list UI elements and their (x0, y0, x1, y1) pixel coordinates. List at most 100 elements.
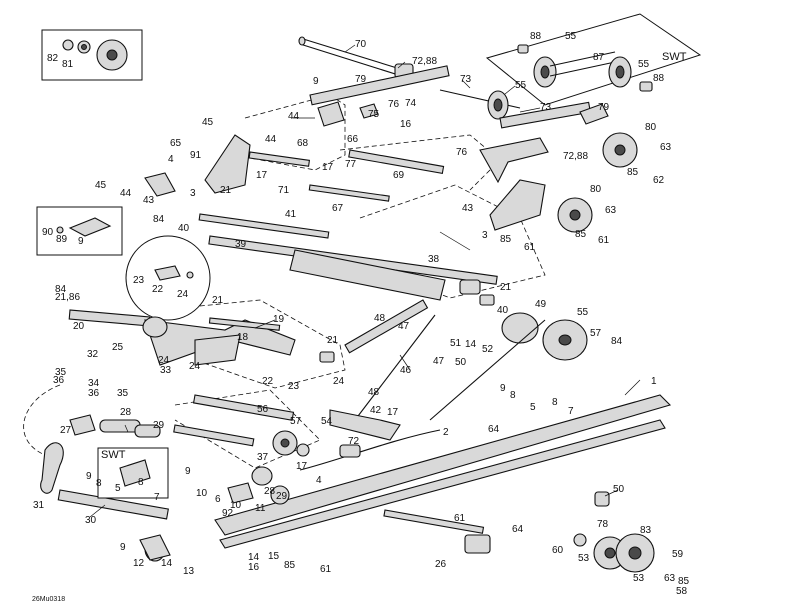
part-callout-63c: 63 (664, 573, 676, 584)
part-callout-53a: 53 (578, 553, 590, 564)
part-callout-92: 92 (222, 508, 234, 519)
part-callout-34: 34 (88, 378, 100, 389)
leader-lines (89, 44, 641, 518)
part-callout-20: 20 (73, 321, 85, 332)
part-callout-21c: 21 (327, 335, 339, 346)
part-callout-21d: 21 (500, 282, 512, 293)
rear-wheels (464, 491, 655, 573)
part-callout-16a: 16 (400, 119, 412, 130)
part-callout-79a: 79 (355, 74, 367, 85)
part-callout-58: 58 (676, 586, 688, 597)
part-callout-73b: 73 (540, 102, 552, 113)
part-callout-30: 30 (85, 515, 97, 526)
part-callout-87: 87 (593, 52, 605, 63)
part-callout-19: 19 (273, 314, 285, 325)
lower-left-parts (40, 414, 171, 562)
part-callout-55c: 55 (638, 59, 650, 70)
part-callout-85e: 85 (678, 576, 690, 587)
part-callout-29a: 29 (153, 420, 165, 431)
part-callout-23b: 23 (288, 381, 300, 392)
part-callout-85d: 85 (284, 560, 296, 571)
part-callout-75: 75 (368, 109, 380, 120)
part-callout-79b: 79 (598, 102, 610, 113)
part-callout-66: 66 (347, 134, 359, 145)
part-callout-3b: 3 (482, 230, 488, 241)
part-callout-67: 67 (332, 203, 344, 214)
rear-arm-assembly (68, 309, 335, 366)
part-callout-49: 49 (535, 299, 547, 310)
part-callout-8a: 8 (510, 390, 516, 401)
part-callout-47a: 47 (398, 321, 410, 332)
part-callout-54: 54 (321, 416, 333, 427)
part-callout-6: 6 (215, 494, 221, 505)
part-callout-44a: 44 (288, 111, 300, 122)
part-callout-2: 2 (443, 427, 449, 438)
part-callout-76a: 76 (388, 99, 400, 110)
part-callout-91: 91 (190, 150, 202, 161)
part-callout-5b: 5 (115, 483, 121, 494)
part-callout-64a: 64 (488, 424, 500, 435)
part-callout-23a: 23 (133, 275, 145, 286)
front-arm-brackets (144, 134, 549, 231)
part-callout-7a: 7 (568, 406, 574, 417)
part-callout-55d: 55 (577, 307, 589, 318)
part-callout-55a: 55 (515, 80, 527, 91)
part-callout-73a: 73 (460, 74, 472, 85)
inset-82-81 (41, 29, 143, 81)
part-callout-33: 33 (160, 365, 172, 376)
part-callout-4b: 4 (316, 475, 322, 486)
part-callout-14c: 14 (248, 552, 260, 563)
part-callout-65: 65 (170, 138, 182, 149)
inset-90-89 (36, 206, 123, 256)
part-callout-9f: 9 (120, 542, 126, 553)
part-callout-5a: 5 (530, 402, 536, 413)
part-callout-55b: 55 (565, 31, 577, 42)
part-callout-10b: 10 (230, 500, 242, 511)
idler-wheels-right (557, 132, 638, 233)
part-callout-9e: 9 (185, 466, 191, 477)
part-callout-21b: 21 (212, 295, 224, 306)
part-callout-84c: 84 (611, 336, 623, 347)
part-callout-44b: 44 (265, 134, 277, 145)
part-callout-22a: 22 (152, 284, 164, 295)
part-callout-1: 1 (651, 376, 657, 387)
part-callout-9c: 9 (500, 383, 506, 394)
part-callout-43b: 43 (462, 203, 474, 214)
part-callout-36b: 36 (88, 388, 100, 399)
part-callout-46: 46 (400, 365, 412, 376)
part-callout-44c: 44 (120, 188, 132, 199)
part-callout-17a: 17 (322, 162, 334, 173)
part-callout-53b: 53 (633, 573, 645, 584)
part-callout-24a: 24 (177, 289, 189, 300)
part-callout-39: 39 (235, 239, 247, 250)
part-callout-9b: 9 (78, 236, 84, 247)
part-callout-12: 12 (133, 558, 145, 569)
swt-wheel-kit-frame (485, 13, 702, 106)
part-callout-72_88b: 72,88 (563, 151, 588, 162)
part-callout-9d: 9 (86, 471, 92, 482)
swt-tag-lower: SWT (101, 449, 126, 461)
part-callout-88a: 88 (530, 31, 542, 42)
part-callout-48b: 48 (368, 387, 380, 398)
part-callout-81: 81 (62, 59, 74, 70)
upper-shaft-assembly (298, 36, 609, 129)
swt-tag-top: SWT (662, 51, 687, 63)
part-callout-61c: 61 (454, 513, 466, 524)
part-callout-80b: 80 (590, 184, 602, 195)
part-callout-56: 56 (257, 404, 269, 415)
part-callout-9a: 9 (313, 76, 319, 87)
part-callout-17c: 17 (387, 407, 399, 418)
part-callout-43a: 43 (143, 195, 155, 206)
part-callout-85c: 85 (575, 229, 587, 240)
part-callout-78: 78 (597, 519, 609, 530)
part-callout-82: 82 (47, 53, 59, 64)
part-callout-24d: 24 (333, 376, 345, 387)
part-callout-31: 31 (33, 500, 45, 511)
part-callout-50a: 50 (455, 357, 467, 368)
part-callout-10a: 10 (196, 488, 208, 499)
slide-rails (173, 394, 672, 549)
part-callout-21_86: 21,86 (55, 292, 80, 303)
part-callout-29b: 29 (276, 491, 288, 502)
